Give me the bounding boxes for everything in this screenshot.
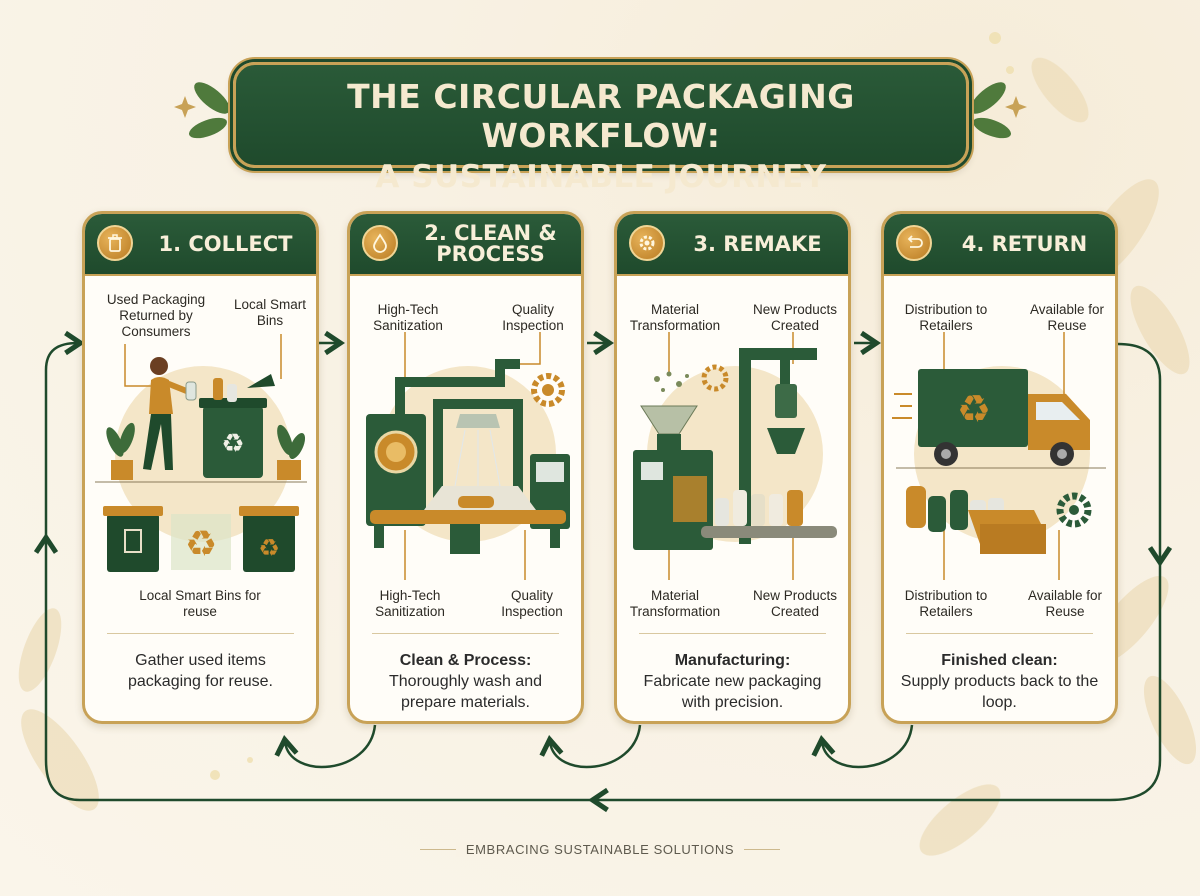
label-quality-inspection-bottom: Quality Inspection xyxy=(501,588,563,619)
bottle-icon xyxy=(715,490,803,526)
title-banner: THE CIRCULAR PACKAGING WORKFLOW: A SUSTA… xyxy=(233,62,969,195)
svg-text:♻: ♻ xyxy=(258,534,280,562)
card-title: 1. COLLECT xyxy=(158,231,293,256)
gear-icon xyxy=(629,225,665,261)
svg-text:♻: ♻ xyxy=(185,524,217,565)
step-description: Gather used items packaging for reuse. xyxy=(128,652,273,690)
label-distribution-retailers: Distribution to Retailers xyxy=(904,302,988,333)
return-arrow-icon xyxy=(896,225,932,261)
divider xyxy=(639,633,826,634)
svg-text:♻: ♻ xyxy=(221,429,244,459)
card-title: 2. CLEAN & PROCESS xyxy=(424,221,557,266)
card-header: 2. CLEAN & PROCESS xyxy=(350,214,581,276)
label-used-packaging: Used Packaging Returned by Consumers xyxy=(106,292,206,339)
truck-icon: ♻ xyxy=(892,369,1090,466)
step-description: Manufacturing: Fabricate new packaging w… xyxy=(643,652,822,711)
label-high-tech-sanitization-bottom: High-Tech Sanitization xyxy=(375,588,445,619)
footer: EMBRACING SUSTAINABLE SOLUTIONS xyxy=(0,842,1200,857)
card-title: 3. REMAKE xyxy=(693,231,822,256)
footer-text: EMBRACING SUSTAINABLE SOLUTIONS xyxy=(455,842,745,857)
divider xyxy=(372,633,559,634)
step-card-collect: 1. COLLECT ♻ xyxy=(82,211,319,724)
label-available-reuse-bottom: Available for Reuse xyxy=(1027,588,1103,619)
step-card-return: 4. RETURN ♻ xyxy=(881,211,1118,724)
label-local-smart-bins: Local Smart Bins xyxy=(233,297,307,328)
label-smart-bins-reuse: Local Smart Bins for reuse xyxy=(139,588,261,619)
label-material-transformation: Material Transformation xyxy=(629,302,721,333)
step-description: Finished clean: Supply products back to … xyxy=(900,652,1099,711)
step-card-clean-process: 2. CLEAN & PROCESS xyxy=(347,211,584,724)
box-icon xyxy=(968,510,1046,554)
label-new-products-created: New Products Created xyxy=(752,302,838,333)
label-high-tech-sanitization: High-Tech Sanitization xyxy=(373,302,443,333)
smart-bin-icon: ♻ xyxy=(239,506,299,572)
cleaning-machine-illustration xyxy=(366,332,570,580)
manufacturing-illustration xyxy=(633,332,837,580)
collect-illustration: ♻ ♻ ♻ xyxy=(95,334,307,572)
label-distribution-retailers-bottom: Distribution to Retailers xyxy=(904,588,988,619)
card-title: 4. RETURN xyxy=(961,231,1088,256)
title-line-1: THE CIRCULAR PACKAGING WORKFLOW: xyxy=(347,77,855,155)
label-material-transformation-bottom: Material Transformation xyxy=(629,588,721,619)
trash-bin-icon xyxy=(97,225,133,261)
card-header: 1. COLLECT xyxy=(85,214,316,276)
divider xyxy=(906,633,1093,634)
gear-icon xyxy=(701,364,729,392)
card-header: 3. REMAKE xyxy=(617,214,848,276)
divider xyxy=(107,633,294,634)
label-quality-inspection: Quality Inspection xyxy=(502,302,564,333)
gear-icon xyxy=(1056,492,1092,528)
label-available-reuse: Available for Reuse xyxy=(1029,302,1105,333)
card-header: 4. RETURN xyxy=(884,214,1115,276)
title-line-2: A SUSTAINABLE JOURNEY xyxy=(375,159,827,195)
gear-icon xyxy=(531,373,565,407)
delivery-illustration: ♻ xyxy=(892,332,1106,580)
recycle-bin-icon: ♻ xyxy=(199,374,275,478)
step-description: Clean & Process: Thoroughly wash and pre… xyxy=(389,652,542,711)
person-icon xyxy=(143,357,197,470)
label-new-products-created-bottom: New Products Created xyxy=(752,588,838,619)
smart-bin-icon xyxy=(103,506,163,572)
water-drop-icon xyxy=(362,225,398,261)
svg-text:♻: ♻ xyxy=(957,387,991,431)
step-card-remake: 3. REMAKE xyxy=(614,211,851,724)
